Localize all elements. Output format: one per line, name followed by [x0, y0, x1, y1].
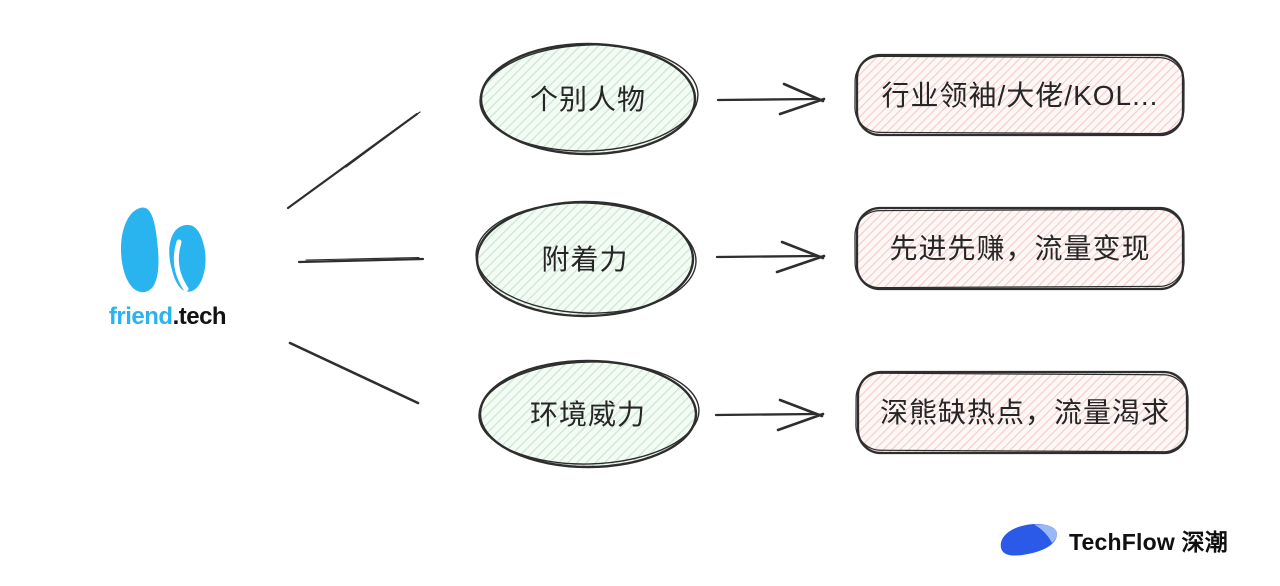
- outcome-label-2: 先进先赚，流量变现: [889, 233, 1151, 264]
- connector-line-middle: [297, 256, 425, 264]
- techflow-watermark: TechFlow 深潮: [998, 521, 1228, 559]
- connector-lines: [286, 111, 425, 405]
- outcome-box-3: [855, 370, 1189, 455]
- factor-label-3: 环境威力: [529, 399, 646, 430]
- brand-text-dark: .tech: [172, 303, 227, 330]
- brand-text-blue: friend: [108, 303, 173, 330]
- factor-ellipse-3: [478, 359, 700, 469]
- arrow-icon-2: [715, 240, 826, 274]
- outcome-box-2: [854, 206, 1185, 291]
- arrow-icon-3: [714, 398, 825, 432]
- friendtech-logo-icon: [120, 207, 206, 293]
- arrows: [714, 82, 826, 432]
- connector-line-top: [286, 111, 421, 210]
- factor-label-2: 附着力: [541, 244, 629, 275]
- friendtech-logo: friend.tech: [95, 200, 240, 340]
- techflow-logo-text: TechFlow 深潮: [1069, 529, 1228, 555]
- arrow-icon-1: [716, 82, 826, 116]
- connector-line-bottom: [288, 341, 420, 405]
- outcome-boxes: [854, 53, 1189, 455]
- factor-label-1: 个别人物: [529, 84, 646, 115]
- factor-ellipses: [475, 42, 700, 469]
- factor-ellipse-2: [475, 200, 697, 318]
- outcome-label-1: 行业领袖/大佬/KOL...: [881, 80, 1159, 111]
- friendtech-logo-text: friend.tech: [95, 303, 240, 331]
- outcome-label-3: 深熊缺热点，流量渴求: [879, 397, 1170, 428]
- techflow-logo-icon: [1000, 524, 1057, 556]
- outcome-box-1: [854, 53, 1185, 137]
- factor-ellipse-1: [479, 42, 699, 156]
